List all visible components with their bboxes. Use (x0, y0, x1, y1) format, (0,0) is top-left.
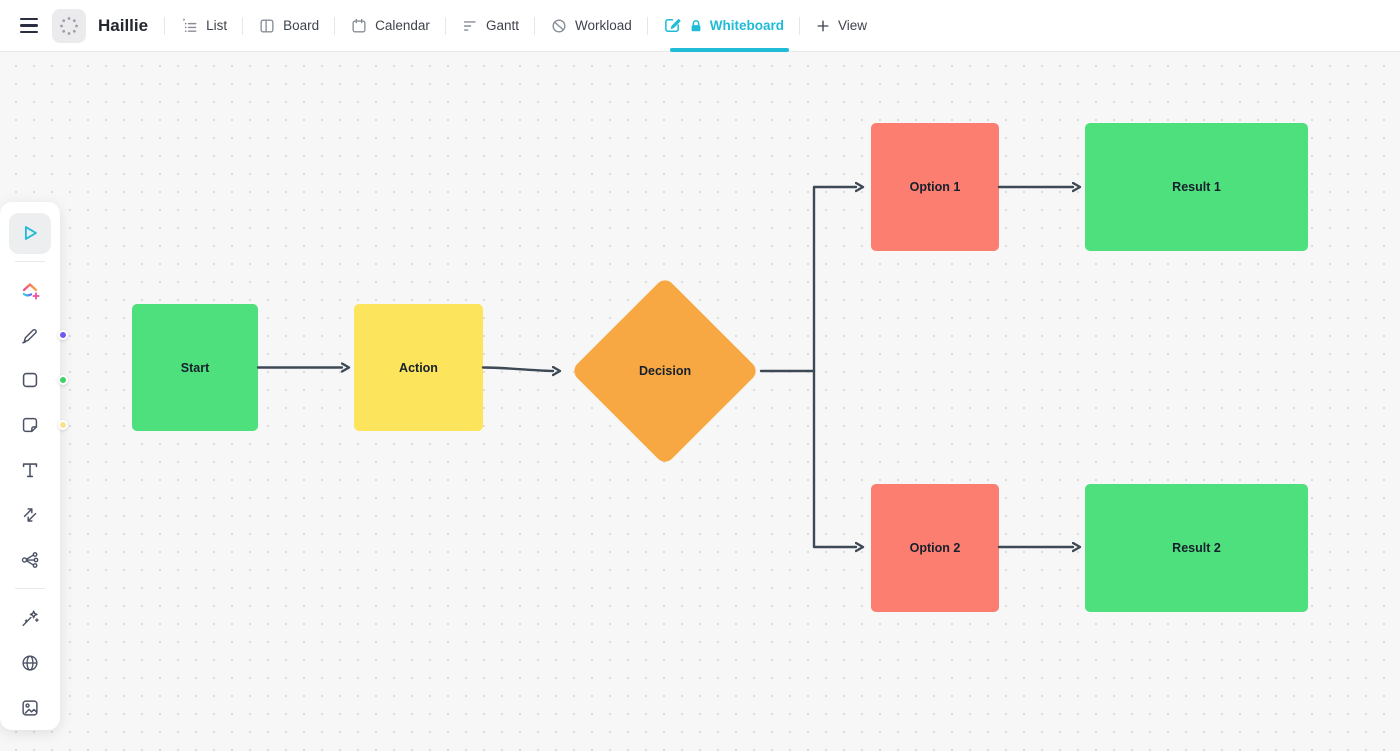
node-label: Decision (638, 363, 692, 378)
list-icon (183, 18, 197, 33)
rectangle-icon (22, 372, 38, 388)
divider (15, 260, 45, 262)
connector-tool-button[interactable] (8, 493, 52, 537)
cursor-icon (24, 226, 37, 241)
divider (164, 16, 166, 35)
image-icon (22, 699, 38, 716)
flow-node-decision[interactable]: Decision (570, 276, 760, 466)
divider (533, 16, 535, 35)
image-tool-button[interactable] (8, 686, 52, 730)
flow-node-option1[interactable]: Option 1 (871, 123, 999, 251)
lock-icon (691, 19, 701, 31)
marker-icon (22, 329, 37, 344)
connector-action-decision (481, 368, 553, 372)
flow-node-option2[interactable]: Option 2 (871, 484, 999, 612)
sticky-note-icon (22, 417, 38, 433)
tab-label: Gantt (485, 18, 519, 33)
mind-map-tool-button[interactable] (8, 538, 52, 582)
flow-node-start[interactable]: Start (132, 304, 258, 431)
loading-spinner-icon[interactable] (52, 8, 86, 43)
gantt-icon (463, 20, 476, 31)
node-label: Result 2 (1172, 541, 1221, 555)
divider (15, 588, 45, 590)
node-label: Option 2 (909, 541, 961, 555)
top-bar: Haillie List Board Calendar Gantt (0, 0, 1400, 52)
text-icon (22, 463, 38, 478)
tab-gantt[interactable]: Gantt (446, 0, 534, 52)
tab-label: Whiteboard (709, 18, 784, 33)
marker-tool-button[interactable] (8, 313, 68, 357)
whiteboard-icon (664, 19, 681, 32)
tab-workload[interactable]: Workload (535, 0, 647, 52)
select-tool-button[interactable] (9, 212, 51, 255)
magic-wand-icon (22, 610, 39, 626)
globe-icon (22, 655, 38, 671)
node-label: Action (399, 360, 438, 375)
tab-calendar[interactable]: Calendar (335, 0, 445, 52)
tab-whiteboard[interactable]: Whiteboard (648, 0, 799, 52)
ai-create-tool-button[interactable] (8, 268, 52, 312)
ai-create-icon (22, 283, 40, 300)
sticky-color-dot[interactable] (58, 420, 68, 431)
text-tool-button[interactable] (8, 448, 52, 492)
divider (444, 16, 446, 35)
workload-icon (552, 18, 566, 33)
tab-label: View (838, 18, 868, 33)
shape-tool-button[interactable] (8, 358, 68, 402)
page-title: Haillie (98, 15, 149, 35)
divider (799, 16, 800, 35)
divider (242, 16, 244, 35)
connector-branch-option2 (812, 369, 856, 547)
sidebar-toggle-icon[interactable] (12, 9, 46, 43)
tab-board[interactable]: Board (243, 0, 334, 52)
connector-branch-option1 (812, 187, 856, 373)
flow-node-action[interactable]: Action (354, 304, 483, 431)
tab-label: Calendar (375, 18, 430, 33)
calendar-icon (352, 18, 366, 33)
mind-map-icon (21, 551, 39, 568)
ai-tools-button[interactable] (8, 596, 52, 640)
tab-label: Workload (574, 18, 632, 33)
divider (646, 16, 648, 35)
shape-color-dot[interactable] (58, 375, 68, 386)
flow-node-result2[interactable]: Result 2 (1085, 484, 1308, 612)
sticky-note-tool-button[interactable] (8, 403, 68, 447)
flow-node-result1[interactable]: Result 1 (1085, 123, 1308, 251)
node-label: Option 1 (909, 180, 961, 194)
node-label: Result 1 (1172, 180, 1221, 194)
whiteboard-canvas[interactable]: Start Action Decision Option 1 Result 1 … (0, 52, 1400, 751)
divider (334, 16, 336, 35)
connector-arrows-icon (23, 508, 37, 522)
tab-label: Board (283, 18, 320, 33)
whiteboard-toolbar (0, 202, 68, 730)
marker-color-dot[interactable] (58, 330, 68, 341)
plus-icon (817, 20, 829, 31)
tab-list[interactable]: List (165, 0, 242, 52)
web-embed-tool-button[interactable] (8, 641, 52, 685)
board-icon (260, 18, 274, 33)
node-label: Start (180, 360, 210, 375)
tab-label: List (206, 18, 228, 33)
add-view-button[interactable]: View (800, 0, 882, 52)
